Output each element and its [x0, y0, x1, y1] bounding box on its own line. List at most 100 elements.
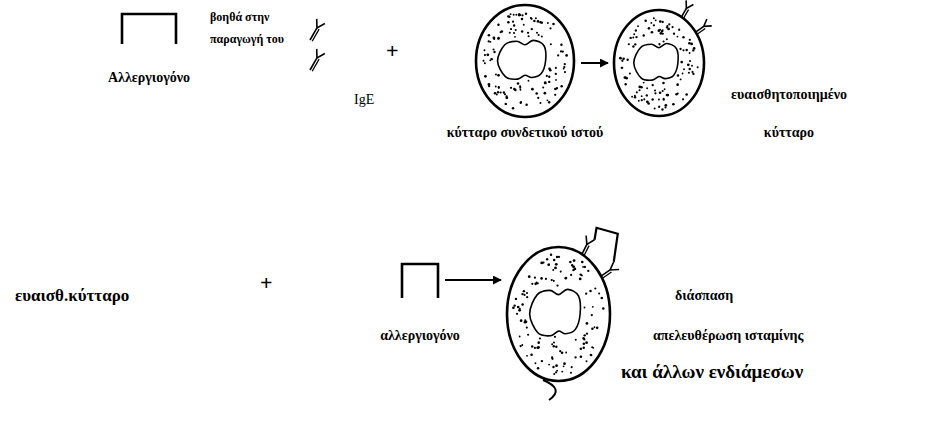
granule [586, 322, 589, 325]
granule [534, 277, 536, 279]
granule [581, 261, 584, 264]
granule [520, 101, 522, 103]
granule [528, 80, 530, 82]
granule [692, 73, 694, 75]
granule [585, 293, 587, 295]
granule [637, 25, 639, 27]
granule [527, 334, 529, 336]
granule [486, 53, 489, 56]
granule [528, 275, 531, 278]
granule [653, 17, 655, 19]
granule [635, 29, 637, 31]
granule [628, 43, 630, 45]
granule [624, 83, 626, 85]
granule [653, 24, 655, 26]
granule [526, 296, 528, 298]
granule [575, 339, 577, 341]
node-label: IgE [354, 92, 374, 108]
granule [584, 266, 586, 268]
granule [666, 94, 669, 97]
node-label: ευαισθητοποιημένο κύτταρο [720, 76, 858, 152]
granule [519, 336, 521, 338]
granule [583, 343, 586, 346]
granule [548, 81, 550, 83]
granule [676, 36, 678, 38]
granule [553, 373, 555, 375]
granule [624, 76, 627, 79]
granule [661, 108, 663, 110]
granule [643, 98, 645, 100]
granule [570, 274, 572, 276]
granule [583, 346, 585, 348]
granule [557, 54, 559, 56]
granule [638, 86, 641, 89]
granule [537, 367, 540, 370]
granule [621, 67, 623, 69]
granule [579, 273, 581, 275]
granule [518, 14, 521, 17]
granule [527, 32, 529, 34]
antibody-arms [586, 236, 594, 245]
granule [512, 107, 515, 110]
granule [554, 94, 556, 96]
granule [592, 347, 594, 349]
granule [582, 337, 584, 339]
granule [526, 355, 528, 357]
granule [596, 327, 599, 330]
granule [521, 293, 523, 295]
antibody-arms [704, 19, 712, 26]
granule [545, 278, 547, 280]
granule [539, 337, 541, 339]
node-label: διάσπαση [675, 288, 733, 304]
granule [498, 87, 500, 89]
granule [646, 100, 649, 103]
granule [505, 96, 508, 99]
granule [531, 88, 534, 91]
cell-nucleus [634, 43, 678, 80]
granule [573, 259, 576, 262]
granule [619, 57, 622, 60]
granule [663, 40, 665, 42]
granule [498, 86, 500, 88]
granule [538, 34, 540, 36]
granule [554, 267, 557, 270]
granule [565, 352, 567, 354]
granule [544, 81, 547, 84]
granule [659, 20, 662, 23]
granule [556, 256, 558, 258]
antibody-stem [697, 28, 705, 34]
granule [666, 26, 668, 28]
granule [654, 107, 656, 109]
granule [602, 307, 605, 310]
granule [546, 258, 548, 260]
granule [621, 67, 623, 69]
granule [549, 69, 552, 72]
granule [510, 13, 512, 15]
antibody-symbol: IgE [304, 12, 338, 74]
plus-sign: + [386, 38, 399, 64]
allergen-outline [122, 14, 176, 44]
granule [552, 269, 554, 271]
granule [564, 63, 566, 65]
granule [689, 68, 691, 70]
granule [658, 43, 660, 45]
granule [548, 264, 550, 266]
shape-outline [304, 12, 338, 74]
granule [556, 284, 558, 286]
granule [531, 345, 533, 347]
granule [523, 24, 525, 26]
granule [659, 29, 661, 31]
granule [505, 103, 507, 105]
granule [553, 259, 556, 262]
granule [555, 73, 557, 75]
granule [638, 89, 640, 91]
granule [563, 362, 566, 365]
granule [594, 287, 596, 289]
granule [631, 96, 633, 98]
reaction-arrow [581, 62, 608, 64]
granule [660, 32, 663, 35]
granule [540, 277, 543, 280]
granule [525, 104, 527, 106]
granule [488, 83, 491, 86]
granule [495, 74, 497, 76]
